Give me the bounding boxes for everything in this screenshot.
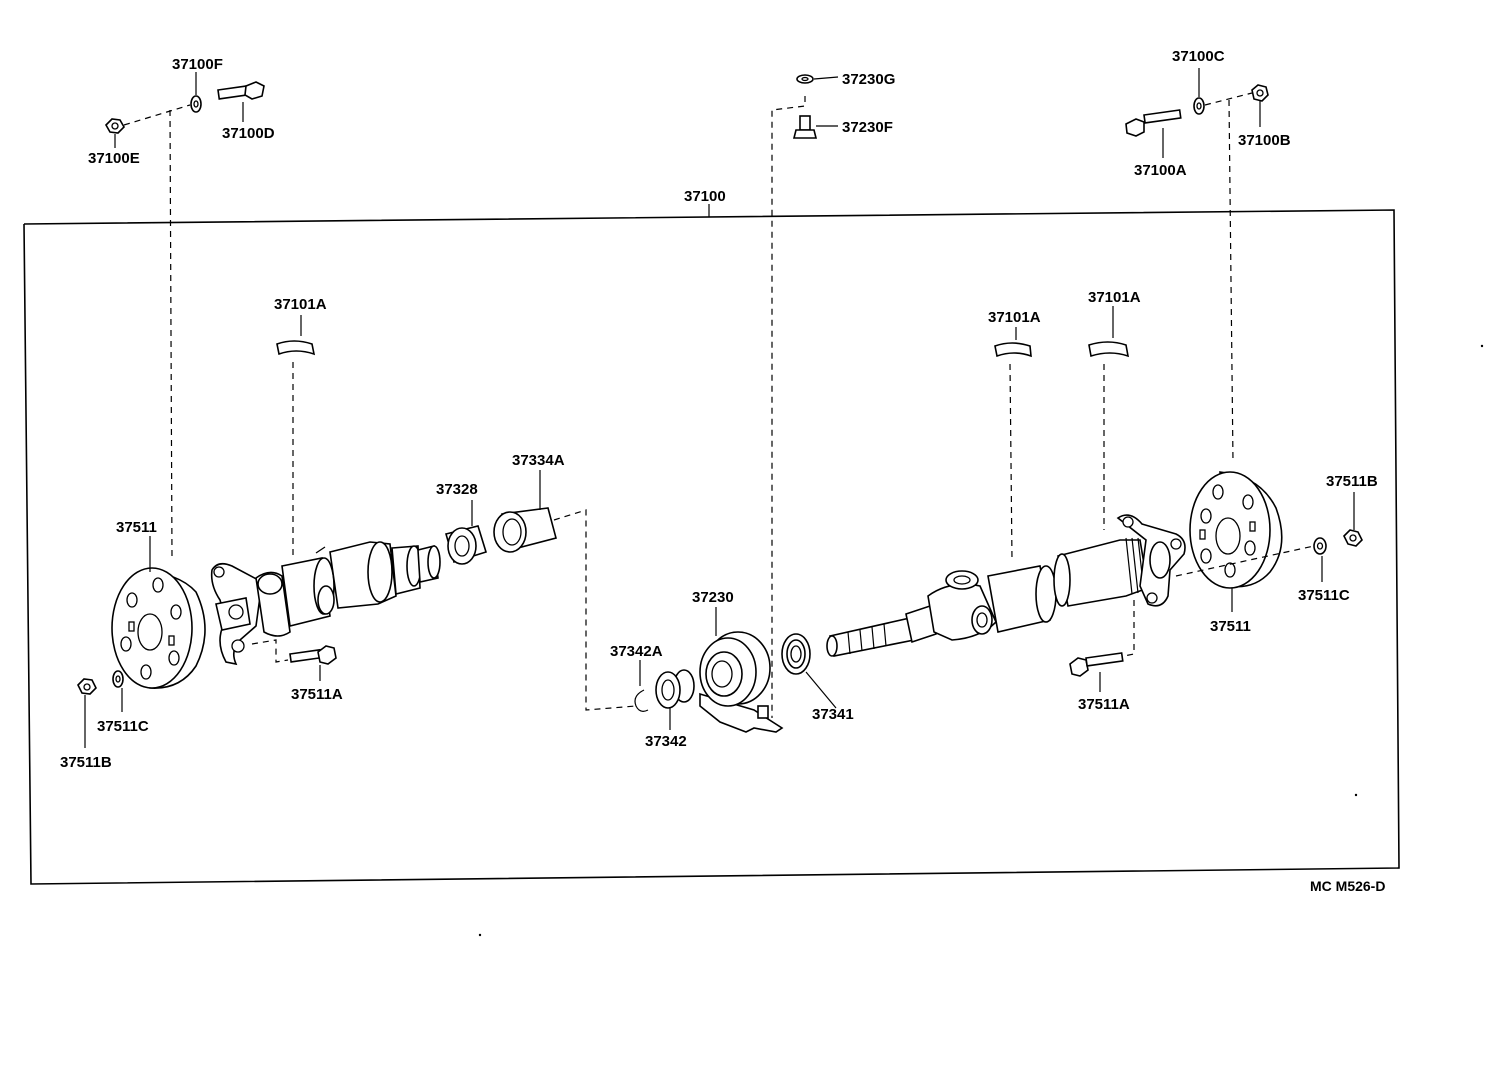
washer-37100F [190, 95, 202, 113]
label-37511-right: 37511 [1210, 618, 1251, 635]
sleeve-37334A [493, 507, 557, 553]
universal-joint-left [255, 571, 291, 637]
label-37511B-right: 37511B [1326, 473, 1378, 490]
label-37100E: 37100E [88, 150, 140, 167]
label-37100A: 37100A [1134, 162, 1187, 179]
label-37100C: 37100C [1172, 48, 1225, 65]
nut-37100B [1251, 84, 1269, 102]
label-37230F: 37230F [842, 119, 893, 136]
flex-coupling-37511-left [111, 567, 206, 689]
slip-yoke-left [329, 541, 441, 609]
washer-37230G [796, 74, 814, 84]
bearing-37342 [655, 669, 695, 709]
tube-section-right [987, 537, 1149, 633]
flange-yoke-right [1116, 514, 1186, 607]
label-37511C-right: 37511C [1298, 587, 1350, 604]
clip-37101A-middle [994, 342, 1032, 358]
nut-37100E [105, 118, 125, 134]
universal-joint-right [927, 570, 997, 641]
label-37100B: 37100B [1238, 132, 1291, 149]
label-37342A: 37342A [610, 643, 663, 660]
snap-ring-37342A [634, 689, 649, 712]
clip-37101A-right [1088, 341, 1130, 358]
label-assembly-37100: 37100 [684, 188, 726, 205]
diagram-code: MC M526-D [1310, 878, 1385, 894]
label-37511B-left: 37511B [60, 754, 112, 771]
label-37334A: 37334A [512, 452, 565, 469]
center-bearing-support-37230 [699, 631, 784, 733]
bolt-37100A [1125, 109, 1182, 137]
bolt-37511A-right [1069, 652, 1124, 677]
label-37101A-right: 37101A [1088, 289, 1141, 306]
label-37230: 37230 [692, 589, 734, 606]
label-37230G: 37230G [842, 71, 895, 88]
label-37328: 37328 [436, 481, 478, 498]
washer-37511C-right [1313, 537, 1327, 555]
bolt-37100D [217, 81, 265, 100]
splined-shaft-right [826, 604, 937, 657]
bolt-37511A-left [289, 645, 337, 665]
label-37511A-right: 37511A [1078, 696, 1130, 713]
washer-37100C [1193, 97, 1205, 115]
dust-deflector-37341 [781, 633, 811, 675]
label-37101A-middle: 37101A [988, 309, 1041, 326]
label-37101A-left: 37101A [274, 296, 327, 313]
label-37100D: 37100D [222, 125, 275, 142]
assembly-frame [23, 204, 1400, 885]
flex-coupling-37511-right [1189, 471, 1283, 589]
label-37342: 37342 [645, 733, 687, 750]
label-37511C-left: 37511C [97, 718, 149, 735]
washer-37511C-left [112, 670, 124, 688]
collar-37328 [445, 525, 487, 565]
tube-section-left [281, 557, 335, 627]
nut-37511B-right [1343, 529, 1363, 547]
label-37100F: 37100F [172, 56, 223, 73]
nut-37511B-left [77, 678, 97, 695]
label-37511-left: 37511 [116, 519, 157, 536]
bolt-37230F [792, 115, 818, 139]
label-37511A-left: 37511A [291, 686, 343, 703]
clip-37101A-left [276, 340, 316, 356]
label-37341: 37341 [812, 706, 854, 723]
flange-yoke-left [210, 562, 263, 666]
